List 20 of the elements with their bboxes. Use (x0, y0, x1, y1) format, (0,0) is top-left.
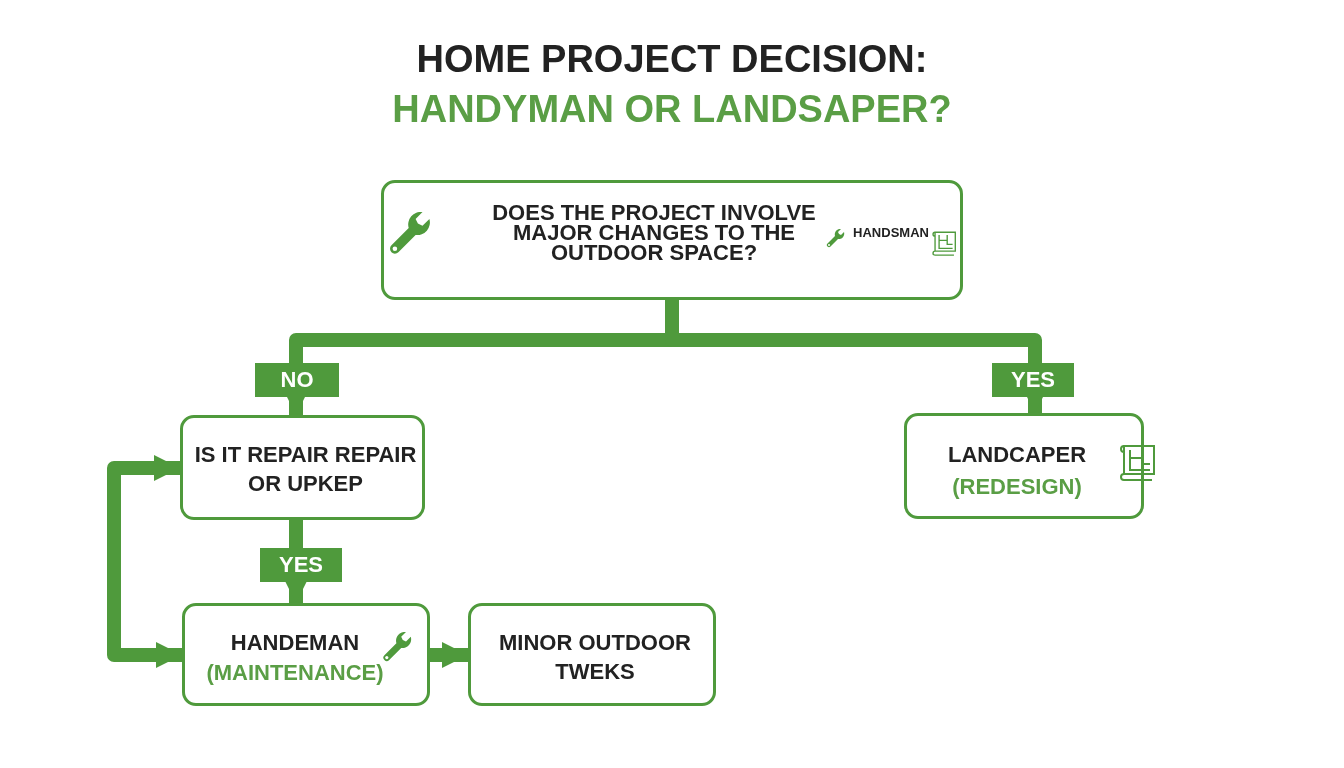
box-subtext: (REDESIGN) (951, 473, 1083, 501)
edge-label: YES (992, 363, 1074, 397)
box-text: HANDEMAN (229, 629, 361, 657)
edge-label: YES (260, 548, 342, 582)
process-box (182, 603, 430, 706)
process-box (468, 603, 716, 706)
process-box (381, 180, 963, 300)
box-text: LANDCAPER (946, 441, 1088, 469)
arrow (430, 642, 468, 668)
title: HOME PROJECT DECISION: (415, 38, 929, 81)
process-box (180, 415, 425, 520)
box-subtext: (MAINTENANCE) (205, 659, 385, 687)
edge-label: NO (255, 363, 339, 397)
subtitle: HANDYMAN OR LANDSAPER? (391, 88, 953, 131)
arrow (107, 455, 182, 668)
box-text: DOES THE PROJECT INVOLVE MAJOR CHANGES TO THE OUTDOOR SPACE? (491, 203, 817, 263)
box-text: HANDSMAN (852, 224, 930, 242)
process-box (904, 413, 1144, 519)
box-text: IS IT REPAIR REPAIR OR UPKEP (193, 441, 418, 498)
box-text: MINOR OUTDOOR TWEKS (498, 629, 692, 686)
